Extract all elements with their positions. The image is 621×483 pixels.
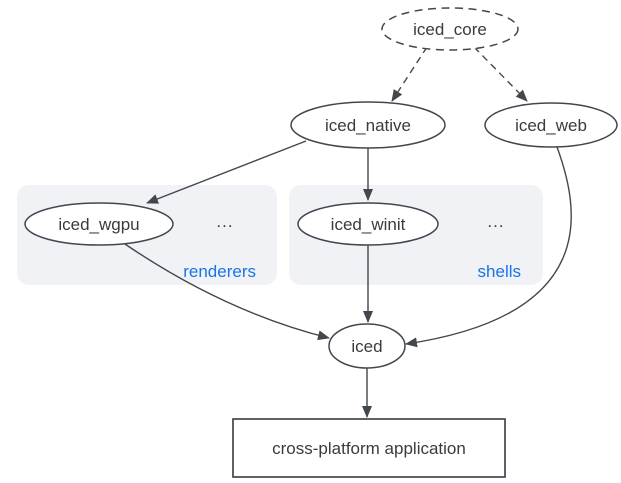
edge-iced_native-iced_wgpu bbox=[146, 140, 307, 204]
node-iced: iced bbox=[328, 323, 406, 369]
node-iced-native: iced_native bbox=[290, 101, 446, 149]
group-shells-label: shells bbox=[478, 262, 521, 281]
node-iced-native-ellipse bbox=[290, 101, 446, 149]
node-iced-winit-ellipse bbox=[297, 202, 439, 246]
node-iced-web: iced_web bbox=[484, 102, 618, 148]
node-cross-platform-application: cross-platform application bbox=[232, 418, 506, 478]
edge-iced_web-iced bbox=[405, 146, 572, 348]
node-iced-wgpu-ellipse bbox=[24, 202, 174, 246]
node-iced-wgpu: iced_wgpu bbox=[24, 202, 174, 246]
node-cross-platform-application-label: cross-platform application bbox=[272, 439, 466, 458]
node-iced-winit: iced_winit bbox=[297, 202, 439, 246]
node-iced-web-ellipse bbox=[484, 102, 618, 148]
group-renderers-ellipsis: ... bbox=[216, 212, 233, 231]
node-iced-winit-label: iced_winit bbox=[331, 215, 406, 234]
node-iced-label: iced bbox=[351, 337, 382, 356]
group-renderers-label: renderers bbox=[183, 262, 256, 281]
node-iced-core: iced_core bbox=[381, 7, 519, 51]
node-iced-core-label: iced_core bbox=[413, 20, 487, 39]
node-iced-ellipse bbox=[328, 323, 406, 369]
node-iced-core-ellipse bbox=[381, 7, 519, 51]
node-cross-platform-application-box bbox=[232, 418, 506, 478]
node-iced-native-label: iced_native bbox=[325, 116, 411, 135]
edge-iced_wgpu-iced bbox=[124, 243, 330, 341]
node-iced-web-label: iced_web bbox=[515, 116, 587, 135]
node-iced-wgpu-label: iced_wgpu bbox=[58, 215, 139, 234]
group-shells-ellipsis: ... bbox=[487, 212, 504, 231]
edge-iced_core-iced_native bbox=[391, 46, 428, 102]
edge-iced_core-iced_web bbox=[473, 46, 528, 102]
